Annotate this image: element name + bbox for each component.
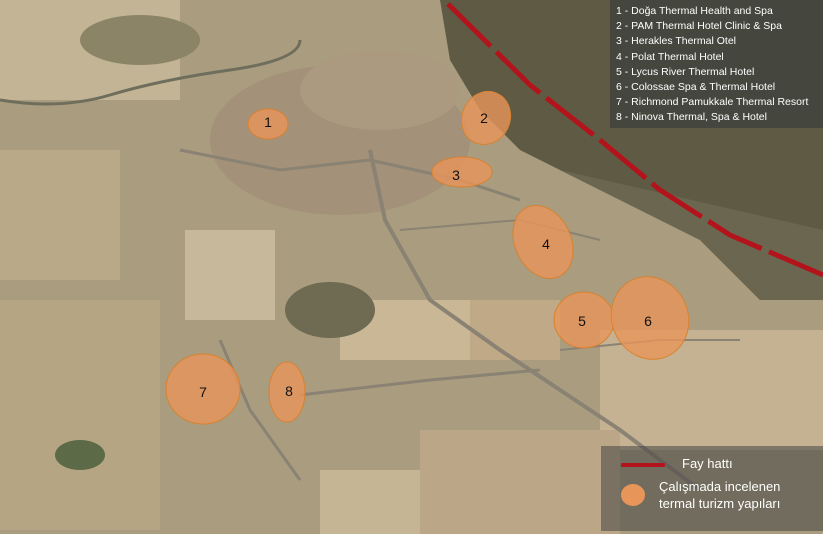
site-number-2: 2: [480, 110, 488, 126]
symbol-legend: Fay hattı Çalışmada incelenen termal tur…: [601, 446, 823, 531]
legend-study-label: Çalışmada incelenen termal turizm yapıla…: [659, 478, 780, 512]
legend-site-item: 7 - Richmond Pamukkale Thermal Resort: [616, 96, 809, 109]
site-number-3: 3: [452, 167, 460, 183]
legend-site-item: 6 - Colossae Spa & Thermal Hotel: [616, 80, 776, 93]
study-area-4: [512, 205, 574, 279]
study-area-8: [268, 361, 306, 423]
legend-site-item: 5 - Lycus River Thermal Hotel: [616, 65, 755, 78]
legend-site-item: 4 - Polat Thermal Hotel: [616, 50, 724, 63]
site-number-4: 4: [542, 236, 550, 252]
fault-line-symbol: [621, 463, 665, 467]
study-area-symbol: [621, 484, 645, 506]
study-area-7: [165, 353, 241, 425]
legend-site-item: 1 - Doğa Thermal Health and Spa: [616, 5, 773, 17]
legend-site-item: 3 - Herakles Thermal Otel: [616, 35, 737, 48]
study-area-1: [247, 108, 289, 140]
site-number-7: 7: [199, 384, 207, 400]
site-number-6: 6: [644, 313, 652, 329]
legend-site-item: 2 - PAM Thermal Hotel Clinic & Spa: [616, 20, 782, 33]
study-area-6: [610, 276, 690, 360]
legend-fault-label: Fay hattı: [682, 456, 733, 471]
site-number-8: 8: [285, 383, 293, 399]
study-area-2: [460, 91, 512, 145]
site-number-1: 1: [264, 114, 272, 130]
legend-study-label-line2: termal turizm yapıları: [659, 496, 781, 511]
legend-study-label-line1: Çalışmada incelenen: [659, 479, 781, 494]
site-legend: 1 - Doğa Thermal Health and Spa 2 - PAM …: [610, 0, 823, 128]
site-number-5: 5: [578, 313, 586, 329]
study-area-3: [431, 156, 493, 188]
legend-site-item: 8 - Ninova Thermal, Spa & Hotel: [616, 111, 767, 124]
